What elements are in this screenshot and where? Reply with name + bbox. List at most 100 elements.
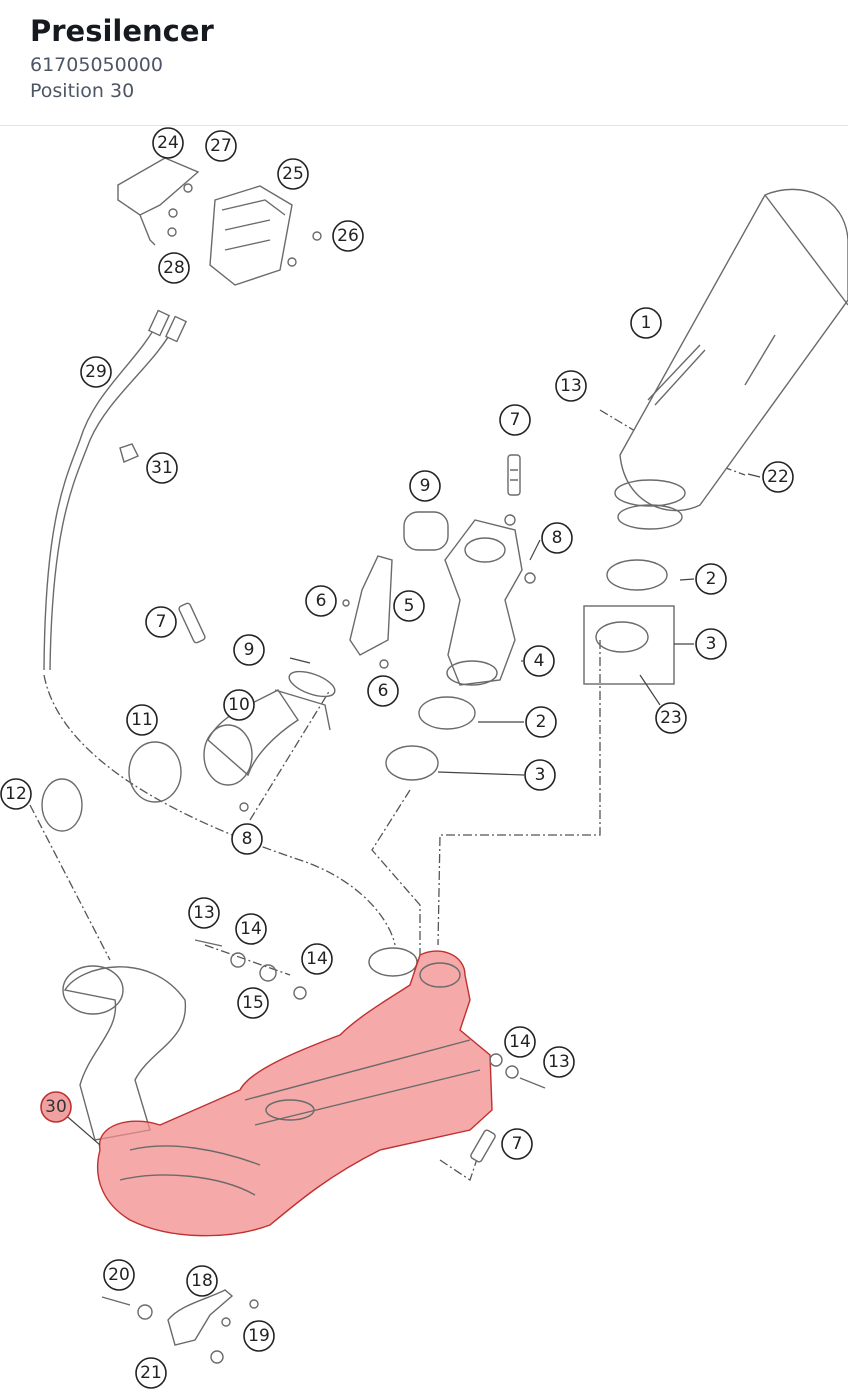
callout-6[interactable]: 6 <box>367 675 399 707</box>
callout-20[interactable]: 20 <box>103 1259 135 1291</box>
assembly-line <box>204 944 291 976</box>
svg-text:21: 21 <box>140 1363 162 1383</box>
bracket <box>167 1289 234 1346</box>
callout-14[interactable]: 14 <box>301 943 333 975</box>
svg-text:13: 13 <box>548 1052 570 1072</box>
svg-text:3: 3 <box>535 765 546 785</box>
callout-23[interactable]: 23 <box>655 702 687 734</box>
clamp <box>385 745 439 781</box>
callout-13[interactable]: 13 <box>188 897 220 929</box>
lambda-sensor <box>178 602 206 644</box>
clamp-box <box>583 605 675 685</box>
callout-10[interactable]: 10 <box>223 689 255 721</box>
callout-22[interactable]: 22 <box>762 461 794 493</box>
callout-19[interactable]: 19 <box>243 1320 275 1352</box>
assembly-line <box>437 640 601 946</box>
callout-31[interactable]: 31 <box>146 452 178 484</box>
callout-13[interactable]: 13 <box>555 370 587 402</box>
svg-text:10: 10 <box>228 695 250 715</box>
svg-text:14: 14 <box>509 1032 531 1052</box>
callout-14[interactable]: 14 <box>504 1026 536 1058</box>
callout-21[interactable]: 21 <box>135 1357 167 1389</box>
callout-9[interactable]: 9 <box>409 470 441 502</box>
assembly-line <box>371 789 421 955</box>
callout-28[interactable]: 28 <box>158 252 190 284</box>
callout-11[interactable]: 11 <box>126 704 158 736</box>
lambda-sensor <box>507 454 521 496</box>
svg-text:2: 2 <box>706 569 717 589</box>
assembly-line <box>249 689 331 821</box>
callout-15[interactable]: 15 <box>237 987 269 1019</box>
callout-26[interactable]: 26 <box>332 220 364 252</box>
svg-text:11: 11 <box>131 710 153 730</box>
callout-25[interactable]: 25 <box>277 158 309 190</box>
callout-27[interactable]: 27 <box>205 130 237 162</box>
svg-text:31: 31 <box>151 458 173 478</box>
callout-12[interactable]: 12 <box>0 778 32 810</box>
callout-7[interactable]: 7 <box>501 1128 533 1160</box>
svg-text:18: 18 <box>191 1271 213 1291</box>
svg-text:22: 22 <box>767 467 789 487</box>
exploded-diagram: 1 2 2 3 3 4 5 6 6 7 7 7 8 8 8 9 9 10 11 … <box>0 126 848 1390</box>
presilencer-highlight[interactable] <box>96 950 493 1237</box>
svg-text:5: 5 <box>404 596 415 616</box>
callout-13[interactable]: 13 <box>543 1046 575 1078</box>
callout-4[interactable]: 4 <box>523 645 555 677</box>
callout-1[interactable]: 1 <box>630 307 662 339</box>
bowden-cable <box>43 309 188 671</box>
gasket <box>418 696 476 730</box>
svg-text:20: 20 <box>108 1265 130 1285</box>
connecting-pipe <box>203 689 331 786</box>
callout-3[interactable]: 3 <box>524 759 556 791</box>
svg-text:24: 24 <box>157 133 179 153</box>
callout-14[interactable]: 14 <box>235 913 267 945</box>
svg-text:7: 7 <box>510 410 521 430</box>
svg-text:6: 6 <box>378 681 389 701</box>
callout-24[interactable]: 24 <box>152 127 184 159</box>
callout-8[interactable]: 8 <box>231 823 263 855</box>
clamp <box>128 741 182 803</box>
callout-3[interactable]: 3 <box>695 628 727 660</box>
svg-text:23: 23 <box>660 708 682 728</box>
heat-shield <box>349 555 393 656</box>
assembly-line <box>29 804 111 961</box>
svg-text:14: 14 <box>240 919 262 939</box>
svg-text:12: 12 <box>5 784 27 804</box>
gasket <box>41 778 83 832</box>
svg-text:29: 29 <box>85 362 107 382</box>
cable-clip <box>119 443 139 463</box>
callout-5[interactable]: 5 <box>393 590 425 622</box>
svg-text:6: 6 <box>316 591 327 611</box>
callout-2[interactable]: 2 <box>525 706 557 738</box>
callout-30-selected[interactable]: 30 <box>40 1091 72 1123</box>
svg-text:13: 13 <box>193 903 215 923</box>
gasket <box>288 670 336 698</box>
callout-9[interactable]: 9 <box>233 634 265 666</box>
svg-text:9: 9 <box>420 476 431 496</box>
svg-text:8: 8 <box>242 829 253 849</box>
callout-8[interactable]: 8 <box>541 522 573 554</box>
svg-text:7: 7 <box>512 1134 523 1154</box>
header-pipe <box>63 966 187 1141</box>
gasket <box>606 559 668 591</box>
callout-7[interactable]: 7 <box>145 606 177 638</box>
svg-text:25: 25 <box>282 164 304 184</box>
callout-18[interactable]: 18 <box>186 1265 218 1297</box>
callout-7[interactable]: 7 <box>499 404 531 436</box>
svg-text:3: 3 <box>706 634 717 654</box>
callout-29[interactable]: 29 <box>80 356 112 388</box>
svg-text:30: 30 <box>45 1097 67 1117</box>
callout-6[interactable]: 6 <box>305 585 337 617</box>
svg-text:15: 15 <box>242 993 264 1013</box>
callout-2[interactable]: 2 <box>695 563 727 595</box>
manifold-catalyst <box>444 514 536 686</box>
svg-text:27: 27 <box>210 136 232 156</box>
svg-text:7: 7 <box>156 612 167 632</box>
svg-text:26: 26 <box>337 226 359 246</box>
svg-text:1: 1 <box>641 313 652 333</box>
assembly-line <box>43 674 396 946</box>
svg-text:9: 9 <box>244 640 255 660</box>
end-silencer <box>614 188 848 530</box>
svg-text:4: 4 <box>534 651 545 671</box>
svg-text:14: 14 <box>306 949 328 969</box>
